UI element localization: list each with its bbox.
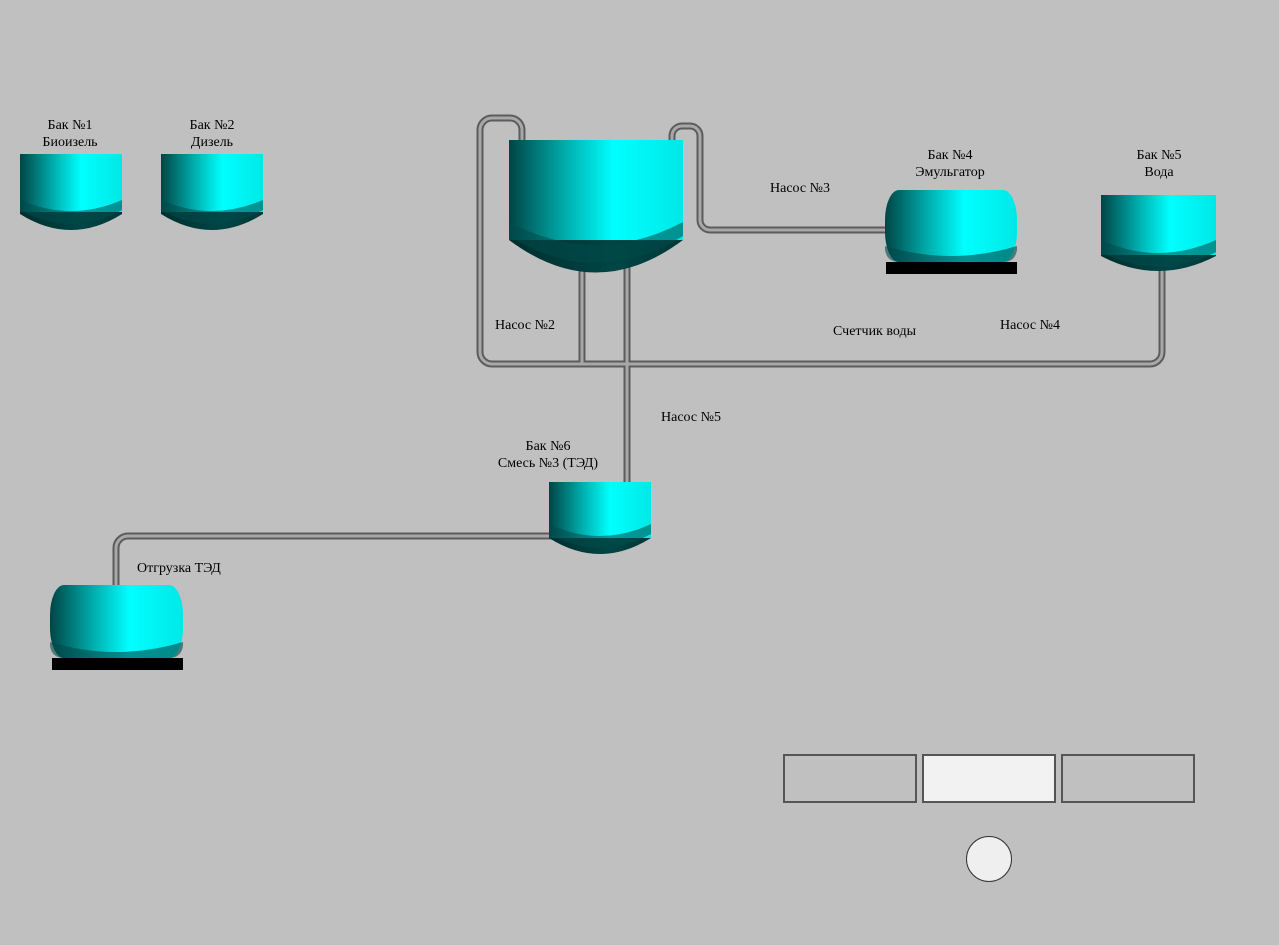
pipes xyxy=(112,114,1166,594)
tank-1-name: Бак №1 xyxy=(47,118,93,133)
shipment-label: Отгрузка ТЭД xyxy=(137,561,221,576)
control-button-2[interactable] xyxy=(922,754,1056,803)
shipment-tank-base xyxy=(52,658,183,670)
tank-4[interactable] xyxy=(885,190,1017,274)
shipment-tank[interactable] xyxy=(50,585,183,670)
pump-5-label: Насос №5 xyxy=(661,410,721,425)
tank-2-subtitle: Дизель xyxy=(190,135,234,150)
tank-5-subtitle: Вода xyxy=(1144,165,1174,180)
tank-1-label: Бак №1 Биоизель xyxy=(42,117,97,151)
tank-2-label: Бак №2 Дизель xyxy=(190,117,235,151)
tank-1-subtitle: Биоизель xyxy=(42,135,98,150)
tank-6-name: Бак №6 xyxy=(525,439,571,454)
main-tank[interactable] xyxy=(509,140,683,273)
control-button-1[interactable] xyxy=(783,754,917,803)
tank-4-name: Бак №4 xyxy=(927,148,973,163)
tank-6-label: Бак №6 Смесь №3 (ТЭД) xyxy=(498,438,598,472)
pump-3-label: Насос №3 xyxy=(770,181,830,196)
tank-4-label: Бак №4 Эмульгатор xyxy=(915,147,984,181)
pipe-pump3 xyxy=(668,122,894,234)
tank-1[interactable] xyxy=(20,154,122,230)
tank-4-subtitle: Эмульгатор xyxy=(915,165,985,180)
tank-2-name: Бак №2 xyxy=(189,118,235,133)
control-button-3[interactable] xyxy=(1061,754,1195,803)
round-indicator-button[interactable] xyxy=(966,836,1012,882)
tank-2[interactable] xyxy=(161,154,263,230)
pump-4-label: Насос №4 xyxy=(1000,318,1060,333)
tank-5-name: Бак №5 xyxy=(1136,148,1182,163)
tank-4-base xyxy=(886,262,1017,274)
water-meter-label: Счетчик воды xyxy=(833,324,917,339)
tank-5[interactable] xyxy=(1101,195,1216,271)
tank-5-label: Бак №5 Вода xyxy=(1137,147,1182,181)
tank-6[interactable] xyxy=(549,482,651,554)
tank-6-subtitle: Смесь №3 (ТЭД) xyxy=(497,456,599,471)
pump-2-label: Насос №2 xyxy=(495,318,555,333)
